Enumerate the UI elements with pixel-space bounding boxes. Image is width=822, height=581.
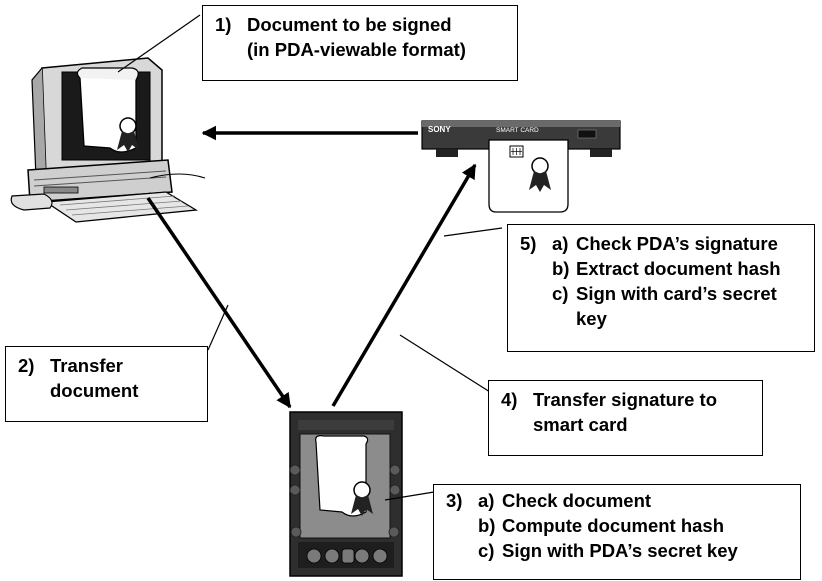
step-1-line-2: (in PDA-viewable format)	[247, 39, 466, 60]
step-1-number: 1)	[215, 14, 232, 35]
step-5-number: 5)	[520, 233, 537, 254]
step-5-a: Check PDA’s signature	[576, 233, 778, 254]
leader-line-4	[399, 334, 491, 393]
step-1-box: 1) Document to be signed (in PDA-viewable…	[202, 5, 518, 81]
smart-card-icon	[488, 139, 569, 213]
step-3-b-letter: b)	[478, 515, 496, 536]
pda-icon	[289, 411, 403, 577]
step-5-c: Sign with card’s secret	[576, 283, 777, 304]
reader-model: SMART CARD	[496, 127, 539, 134]
step-3-c: Sign with PDA’s secret key	[502, 540, 738, 561]
step-2-box: 2) Transfer document	[5, 346, 208, 422]
step-1-line-1: Document to be signed	[247, 14, 452, 35]
reader-brand: SONY	[428, 125, 451, 134]
leader-line-5	[443, 227, 503, 237]
step-4-number: 4)	[501, 389, 518, 410]
arrow-pda-to-card	[331, 163, 477, 407]
step-5-a-letter: a)	[552, 233, 569, 254]
step-5-c-continued: key	[576, 308, 607, 329]
ribbon-seal-icon	[117, 117, 139, 152]
arrow-computer-to-pda	[146, 197, 292, 409]
leader-line-2	[207, 304, 229, 351]
step-5-b-letter: b)	[552, 258, 570, 279]
step-3-c-letter: c)	[478, 540, 495, 561]
leader-line-1	[117, 14, 201, 73]
step-3-a-letter: a)	[478, 490, 495, 511]
leader-line-3	[384, 491, 435, 501]
step-2-number: 2)	[18, 355, 35, 376]
step-3-box: 3) a) Check document b) Compute document ha…	[433, 484, 801, 580]
step-4-line-2: smart card	[533, 414, 628, 435]
step-5-box: 5) a) Check PDA’s signature b) Extract docu…	[507, 224, 815, 352]
step-2-line-1: Transfer	[50, 355, 124, 376]
step-5-c-letter: c)	[552, 283, 569, 304]
step-5-b: Extract document hash	[576, 258, 781, 279]
step-4-line-1: Transfer signature to	[533, 389, 718, 410]
step-3-b: Compute document hash	[502, 515, 725, 536]
step-4-box: 4) Transfer signature to smart card	[488, 380, 763, 456]
step-2-line-2: document	[50, 380, 139, 401]
step-3-a: Check document	[502, 490, 652, 511]
step-3-number: 3)	[446, 490, 463, 511]
